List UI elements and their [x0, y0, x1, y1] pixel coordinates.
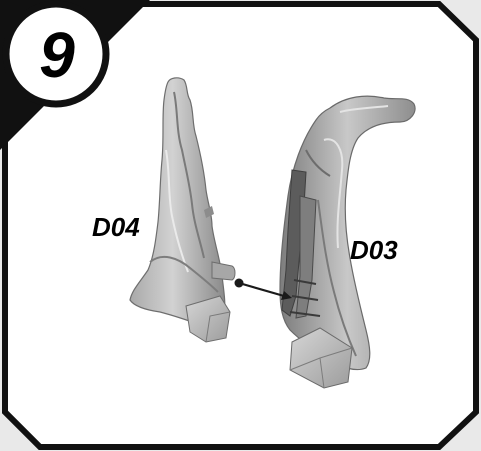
part-label-d04: D04 [92, 212, 140, 243]
step-number: 9 [2, 10, 110, 100]
part-label-d03: D03 [350, 235, 398, 266]
